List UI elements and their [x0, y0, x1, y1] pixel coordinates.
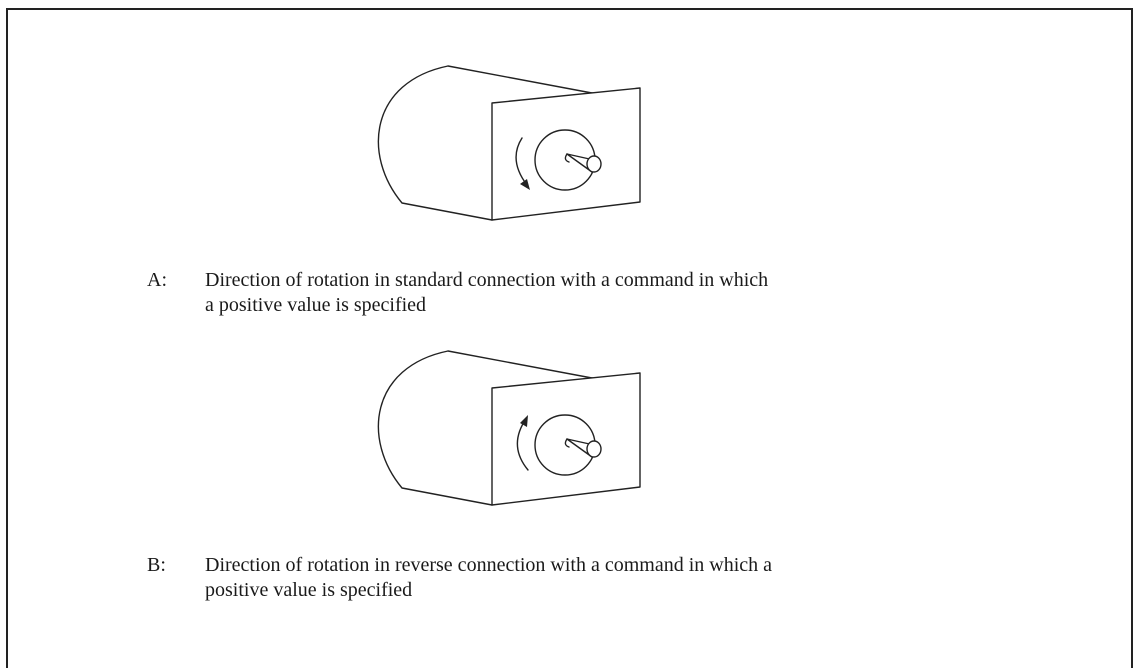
caption-a-text: Direction of rotation in standard connec… — [205, 268, 1027, 318]
caption-b-line-2: positive value is specified — [205, 579, 413, 601]
caption-a: A: Direction of rotation in standard con… — [147, 268, 1027, 318]
caption-b-letter: B: — [147, 554, 166, 576]
figure-frame — [6, 8, 1133, 668]
caption-b: B: Direction of rotation in reverse conn… — [147, 553, 1027, 603]
caption-a-line-1: Direction of rotation in standard connec… — [205, 269, 769, 291]
motor-figure-a — [370, 60, 650, 235]
caption-b-line-1: Direction of rotation in reverse connect… — [205, 554, 773, 576]
caption-a-letter: A: — [147, 269, 167, 291]
motor-body — [377, 65, 609, 221]
motor-illustration-a — [377, 65, 641, 221]
rotation-arrow-counterclockwise-icon — [516, 415, 529, 471]
motor-illustration-b — [377, 350, 641, 506]
motor-shaft — [564, 153, 602, 173]
caption-b-text: Direction of rotation in reverse connect… — [205, 553, 1027, 603]
motor-flange-face — [491, 87, 641, 221]
motor-figure-b — [370, 345, 650, 520]
caption-a-line-2: a positive value is specified — [205, 294, 427, 316]
motor-flange-face — [491, 372, 641, 506]
motor-body — [377, 350, 609, 506]
motor-shaft — [564, 438, 602, 458]
rotation-arrow-clockwise-icon — [515, 137, 530, 190]
